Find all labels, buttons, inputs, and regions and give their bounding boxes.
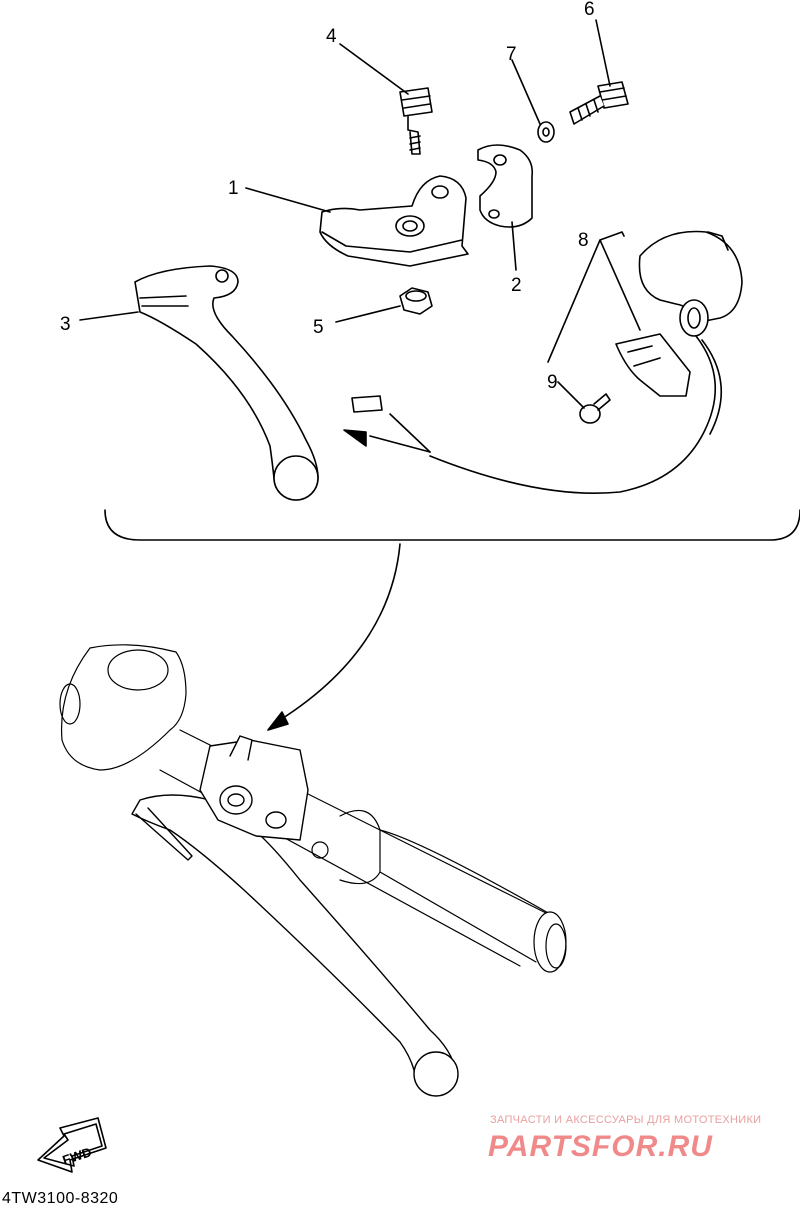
part-3-brake-lever bbox=[134, 265, 319, 501]
part-1-lever-bracket bbox=[319, 175, 469, 267]
leader-2 bbox=[511, 221, 517, 271]
leader-lines bbox=[79, 19, 641, 409]
callout-2: 2 bbox=[511, 275, 522, 296]
leader-3 bbox=[79, 311, 139, 321]
leader-7 bbox=[511, 59, 541, 125]
leader-9 bbox=[557, 381, 585, 409]
callout-4: 4 bbox=[326, 26, 337, 47]
detail-pointer-arrow bbox=[267, 543, 401, 731]
detail-frame bbox=[104, 509, 800, 541]
callout-3: 3 bbox=[60, 314, 71, 335]
callout-5: 5 bbox=[313, 317, 324, 338]
leader-6 bbox=[595, 19, 611, 87]
fwd-arrow-icon bbox=[37, 1117, 107, 1173]
part-4-pivot-bolt bbox=[399, 87, 433, 155]
watermark-tagline: ЗАПЧАСТИ И АКСЕССУАРЫ ДЛЯ МОТОТЕХНИКИ bbox=[490, 1114, 762, 1126]
callout-1: 1 bbox=[228, 178, 239, 199]
part-2-clamp bbox=[477, 144, 534, 228]
part-8-switch-assembly bbox=[343, 230, 743, 495]
leader-1 bbox=[245, 187, 331, 213]
leader-5 bbox=[335, 305, 401, 323]
part-7-washer bbox=[537, 121, 555, 143]
part-6-bolt bbox=[569, 81, 629, 125]
watermark-logo: PARTSFOR.RU bbox=[488, 1130, 713, 1163]
part-5-nut bbox=[399, 287, 433, 315]
assembled-lever bbox=[131, 735, 459, 1097]
leader-4 bbox=[339, 43, 409, 95]
callout-8: 8 bbox=[578, 230, 589, 251]
callout-6: 6 bbox=[584, 0, 595, 20]
callout-9: 9 bbox=[547, 372, 558, 393]
part-9-screw bbox=[579, 393, 611, 424]
leader-8 bbox=[547, 231, 641, 363]
diagram-code: 4TW3100-8320 bbox=[2, 1190, 119, 1207]
callout-7: 7 bbox=[506, 44, 517, 65]
